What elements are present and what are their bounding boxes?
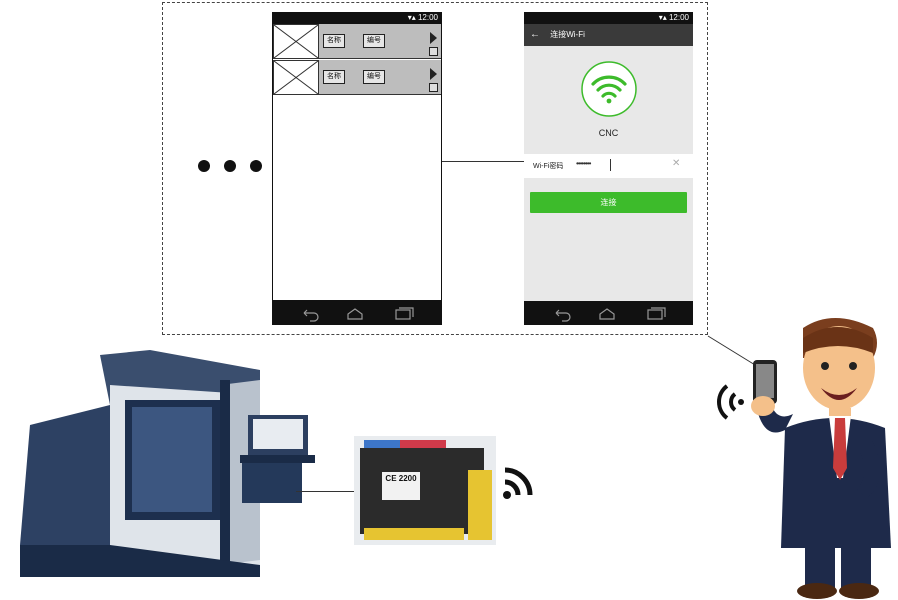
chip-label: CE 2200: [385, 474, 417, 483]
device-name-tag: 名称: [323, 34, 345, 48]
device-name-tag: 名称: [323, 70, 345, 84]
header-pins-yellow-right: [468, 470, 492, 540]
businessman-illustration: [751, 318, 891, 599]
connect-button[interactable]: 连接: [530, 192, 687, 213]
connector-line: [442, 161, 524, 162]
page-title: 连接Wi-Fi: [550, 30, 585, 39]
back-arrow-icon[interactable]: ←: [530, 29, 540, 40]
back-icon: [304, 312, 319, 322]
minus-box-icon[interactable]: [429, 83, 438, 92]
machine-to-module-line: [296, 491, 354, 492]
header-pins-blue: [364, 440, 400, 448]
text-cursor: [610, 159, 611, 171]
status-time: 12:00: [668, 13, 689, 22]
password-field-row[interactable]: Wi-Fi密码 •••••••• ✕: [524, 154, 693, 178]
password-label: Wi-Fi密码: [533, 163, 564, 170]
play-arrow-icon[interactable]: [430, 68, 437, 80]
wifi-screen: CNC Wi-Fi密码 •••••••• ✕ 连接: [524, 46, 693, 301]
android-nav-bar: [524, 301, 693, 325]
device-thumbnail: [273, 24, 319, 59]
android-nav-bar: [272, 301, 442, 325]
wifi-connect-phone: ▾▴ 12:00 ← 连接Wi-Fi CNC Wi-Fi密码 •••••••• …: [524, 12, 693, 325]
ellipsis-dot: [224, 160, 236, 172]
title-bar: ← 连接Wi-Fi: [524, 24, 693, 46]
device-id-tag: 编号: [363, 34, 385, 48]
device-list-item[interactable]: 名称 编号: [273, 60, 441, 95]
play-arrow-icon[interactable]: [430, 32, 437, 44]
status-time: 12:00: [417, 13, 438, 22]
ellipsis-dot: [250, 160, 262, 172]
status-bar: ▾▴ 12:00: [272, 12, 442, 24]
wireless-signal-icon: [503, 467, 533, 499]
wireless-signal-icon: [717, 384, 744, 420]
app-mockup-frame: [162, 2, 708, 335]
status-bar: ▾▴ 12:00: [524, 12, 693, 24]
header-pins-yellow-bottom: [364, 528, 464, 540]
signal-icon: ▾▴: [407, 13, 416, 22]
device-thumbnail: [273, 60, 319, 95]
wifi-icon: [581, 61, 637, 117]
device-list-phone: ▾▴ 12:00 名称 编号 名称 编号: [272, 12, 442, 325]
signal-icon: ▾▴: [658, 13, 667, 22]
minus-box-icon[interactable]: [429, 47, 438, 56]
home-icon: [347, 308, 363, 320]
password-input[interactable]: ••••••••: [576, 159, 591, 168]
device-id-tag: 编号: [363, 70, 385, 84]
frame-to-phone-line: [707, 335, 761, 369]
device-list-item[interactable]: 名称 编号: [273, 24, 441, 59]
circuit-board: [360, 448, 484, 534]
header-pins-red: [400, 440, 446, 448]
recent-apps-icon: [395, 309, 411, 320]
module-chip: CE 2200: [382, 472, 420, 500]
ellipsis-dot: [198, 160, 210, 172]
network-name: CNC: [598, 128, 619, 138]
device-list-screen: 名称 编号 名称 编号: [273, 24, 441, 300]
wifi-module-board: CE 2200: [354, 436, 496, 545]
clear-icon[interactable]: ✕: [672, 158, 681, 169]
cnc-machine-illustration: [20, 350, 315, 577]
